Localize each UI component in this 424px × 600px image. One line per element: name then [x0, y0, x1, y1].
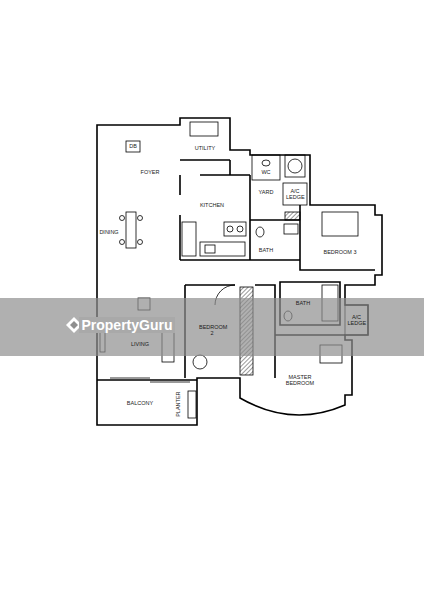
- dining-table: [126, 212, 136, 248]
- sink: [205, 245, 215, 253]
- room-label: BATH: [296, 300, 310, 306]
- chair: [138, 240, 143, 245]
- kitchen-counter: [182, 222, 196, 256]
- kitchen-counter: [200, 242, 245, 256]
- walls: [97, 118, 382, 425]
- room-label: A/C LEDGE: [286, 188, 304, 201]
- room-label: YARD: [259, 189, 274, 195]
- room-label: FOYER: [141, 169, 160, 175]
- washer: [288, 159, 302, 173]
- chair: [138, 216, 143, 221]
- outer-wall: [97, 118, 382, 425]
- room-label: LIVING: [131, 341, 149, 347]
- room-label: BATH: [259, 247, 273, 253]
- room-label: KITCHEN: [200, 202, 224, 208]
- room-label: UTILITY: [195, 145, 215, 151]
- ac-ledge: [283, 183, 307, 205]
- planter: [188, 391, 196, 418]
- room-label: BEDROOM 3: [323, 249, 356, 255]
- wc-room: [252, 155, 280, 180]
- room-label: DB: [129, 143, 137, 149]
- room-label: DINING: [99, 229, 118, 235]
- burner: [237, 226, 243, 232]
- bed: [322, 212, 358, 236]
- watermark: PropertyGuru: [79, 317, 174, 333]
- toilet: [262, 160, 270, 166]
- room-label: PLANTER: [175, 391, 181, 416]
- room-label: BEDROOM 2: [199, 324, 225, 337]
- utility-appliance: [190, 122, 218, 136]
- toilet: [256, 227, 264, 237]
- db-box: [126, 141, 140, 152]
- burner: [227, 226, 233, 232]
- chair: [193, 355, 207, 369]
- room-label: A/C LEDGE: [348, 314, 366, 327]
- fixtures: [100, 122, 368, 418]
- room-label: MASTER BEDROOM: [284, 374, 316, 387]
- room-label: WC: [261, 169, 270, 175]
- washer-box: [285, 155, 305, 177]
- basin: [284, 224, 298, 234]
- room-label: BALCONY: [127, 400, 153, 406]
- logo-shape: [70, 321, 78, 329]
- watermark-band: [0, 298, 424, 356]
- chair: [120, 240, 125, 245]
- chair: [120, 216, 125, 221]
- wardrobe: [285, 212, 300, 220]
- inner-wall: [180, 160, 375, 270]
- kitchen-hob: [224, 222, 246, 236]
- sliding-door: [110, 378, 190, 382]
